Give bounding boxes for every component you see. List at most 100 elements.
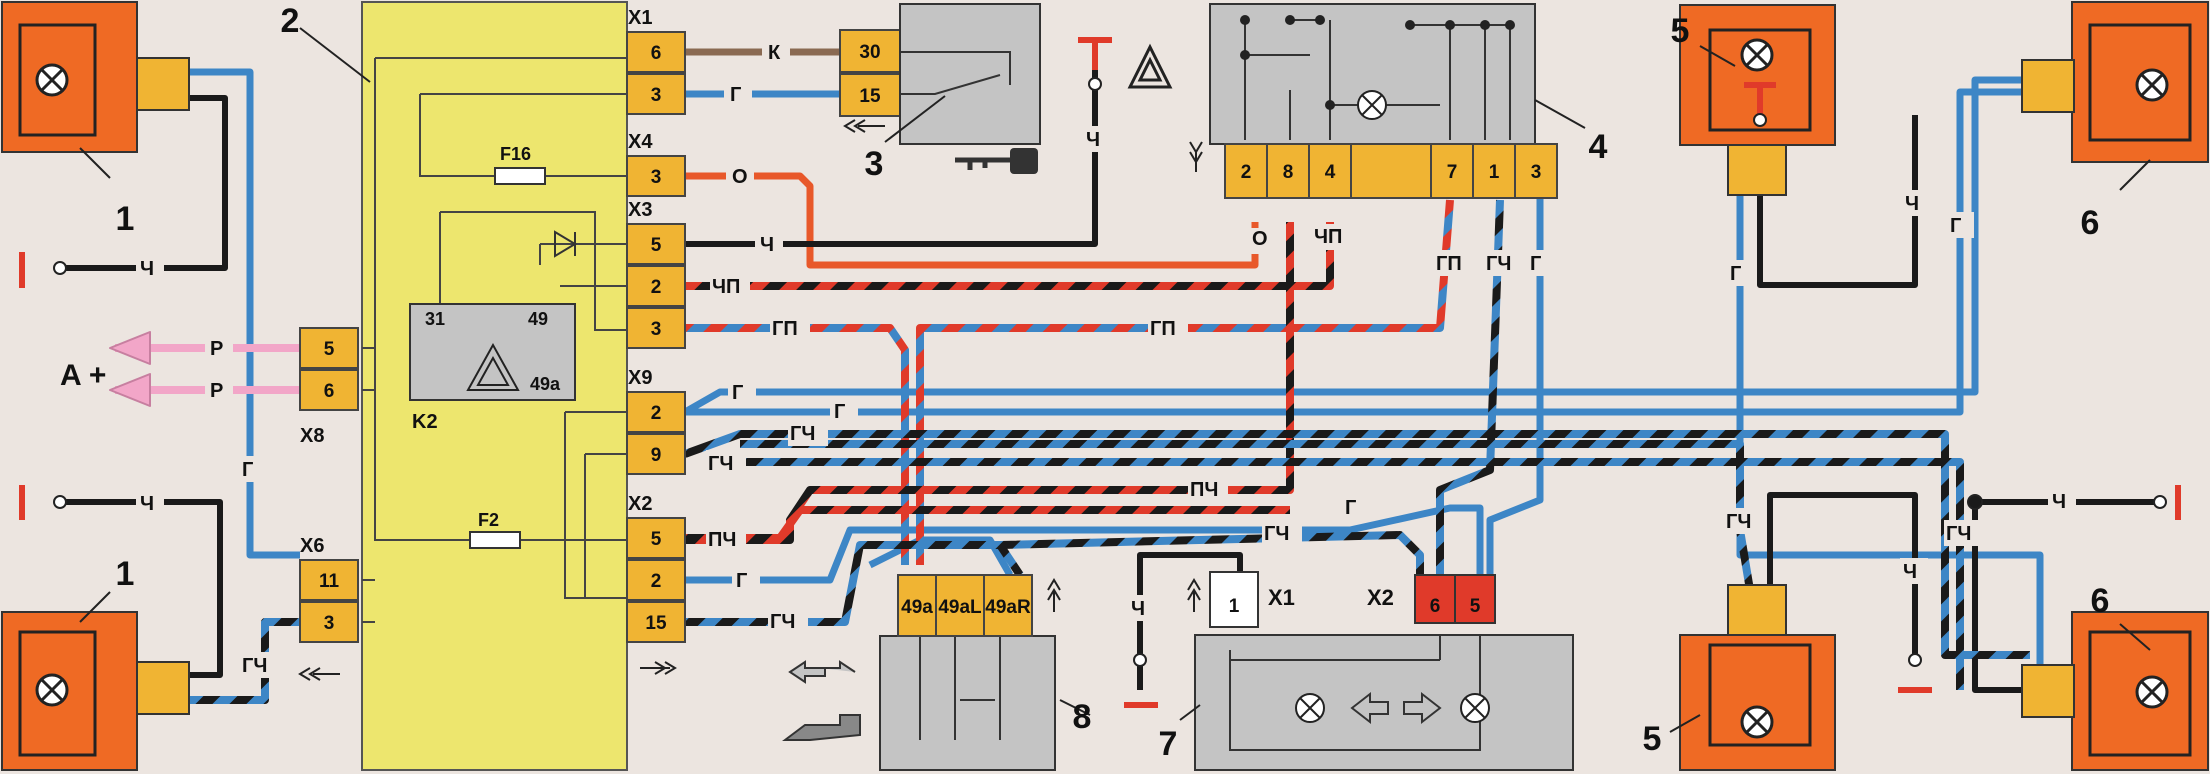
svg-text:6: 6 <box>324 381 335 402</box>
relay-label: K2 <box>412 411 438 433</box>
svg-text:Г: Г <box>736 570 747 592</box>
lamp-rear-left <box>1 611 190 771</box>
svg-text:Г: Г <box>242 459 253 481</box>
label-turn-signal-switch: 8 <box>1073 698 1092 736</box>
stalk-lever-icon <box>782 714 861 741</box>
svg-text:Р: Р <box>210 380 223 402</box>
svg-text:2: 2 <box>651 571 662 592</box>
svg-text:8: 8 <box>1283 162 1294 183</box>
battery-label: A + <box>60 359 106 392</box>
wire-x2-5-pch <box>685 506 1290 542</box>
label-ignition-switch: 3 <box>865 145 884 183</box>
svg-text:3: 3 <box>651 167 662 188</box>
svg-text:О: О <box>1252 228 1268 250</box>
svg-text:ГЧ: ГЧ <box>1726 511 1751 533</box>
svg-text:5: 5 <box>324 339 335 360</box>
svg-text:5: 5 <box>651 529 662 550</box>
svg-text:1: 1 <box>1489 162 1500 183</box>
connector-pin-numbers: 6 3 3 5 2 3 2 9 5 2 15 5 6 11 3 30 15 2 … <box>319 42 1541 634</box>
svg-text:Г: Г <box>834 401 845 423</box>
connector-x1-name: X1 <box>628 7 652 29</box>
fuse-f16 <box>494 167 546 185</box>
label-side-repeater-lower: 5 <box>1643 720 1662 758</box>
svg-text:6: 6 <box>1430 596 1441 617</box>
leader-lines <box>79 27 2151 733</box>
indicator-x2-name: X2 <box>1367 585 1394 610</box>
svg-text:ГЧ: ГЧ <box>790 423 815 445</box>
svg-text:2: 2 <box>651 403 662 424</box>
indicator-x1-name: X1 <box>1268 585 1295 610</box>
svg-text:Г: Г <box>1730 263 1741 285</box>
svg-text:ГЧ: ГЧ <box>1264 523 1289 545</box>
wire-x9-9-gch-third <box>740 458 1964 690</box>
connector-x9-name: X9 <box>628 367 652 389</box>
label-lamp-front-right: 6 <box>2081 204 2100 242</box>
wire-color-labels: К Г О Ч ЧП ГП ГП О ЧП ГП ГЧ Г Г Г ГЧ ГЧ … <box>136 38 2076 678</box>
connector-direction-marks <box>298 119 1203 681</box>
lamp-front-left <box>1 1 190 153</box>
label-mounting-block: 2 <box>281 2 300 40</box>
connector-labels: X1 X4 X3 X9 X2 X8 X6 X1 X2 <box>300 7 1394 610</box>
lamp-front-right <box>2021 1 2209 163</box>
label-indicator-lamp-unit: 7 <box>1159 725 1178 763</box>
fuse-f16-label: F16 <box>500 144 531 164</box>
svg-text:ГП: ГП <box>772 318 798 340</box>
svg-text:Г: Г <box>1530 253 1541 275</box>
wire-x2-2-blue <box>685 504 1484 584</box>
svg-text:3: 3 <box>651 319 662 340</box>
svg-text:11: 11 <box>319 571 340 592</box>
svg-text:7: 7 <box>1447 162 1458 183</box>
wire-left-front-blue <box>165 68 300 559</box>
svg-text:Ч: Ч <box>1905 193 1919 215</box>
svg-text:49aL: 49aL <box>938 597 982 618</box>
connector-x8-name: X8 <box>300 425 324 447</box>
svg-text:49aR: 49aR <box>985 597 1031 618</box>
mounting-block <box>361 1 628 771</box>
connector-x4-name: X4 <box>628 131 653 153</box>
wire-x9-9-gch <box>683 430 2030 659</box>
svg-text:Р: Р <box>210 338 223 360</box>
lamp-rear-right <box>2021 611 2209 771</box>
svg-text:3: 3 <box>651 85 662 106</box>
hazard-switch <box>1127 3 1558 199</box>
mounting-block-labels: 31 49 49a K2 F16 F2 <box>412 144 561 530</box>
svg-text:2: 2 <box>1241 162 1252 183</box>
svg-text:3: 3 <box>324 613 335 634</box>
direction-arrows-icon <box>1350 691 1442 725</box>
wire-ground-right-rear <box>1972 502 2030 693</box>
svg-text:Г: Г <box>732 382 743 404</box>
wire-x9-2-upper-right <box>720 76 2030 396</box>
wire-hazard-3-blue <box>1486 162 1544 580</box>
ground-terminals <box>53 77 2167 667</box>
label-lamp-rear-left: 1 <box>116 555 135 593</box>
key-icon <box>955 157 1010 170</box>
svg-text:30: 30 <box>859 42 880 63</box>
svg-text:49a: 49a <box>901 597 933 618</box>
connector-x2-name: X2 <box>628 493 652 515</box>
wire-x9-9-gch-second <box>740 440 1754 591</box>
component-number-labels: 1 1 2 3 4 5 5 6 6 7 8 <box>116 2 2110 763</box>
svg-text:ГП: ГП <box>1150 318 1176 340</box>
svg-text:ПЧ: ПЧ <box>1190 479 1218 501</box>
svg-text:4: 4 <box>1325 162 1336 183</box>
arrow-battery-6 <box>109 373 151 407</box>
svg-text:Ч: Ч <box>1903 561 1917 583</box>
svg-text:ГЧ: ГЧ <box>708 453 733 475</box>
arrow-battery-5 <box>109 331 151 365</box>
wire-x9-2-second <box>685 88 2030 416</box>
svg-text:Г: Г <box>730 84 741 106</box>
svg-text:ЧП: ЧП <box>1314 226 1342 248</box>
svg-text:О: О <box>732 166 748 188</box>
svg-text:5: 5 <box>1470 596 1481 617</box>
indicator-lamp-unit <box>1194 571 1574 771</box>
ground-symbols <box>19 37 2181 708</box>
svg-text:15: 15 <box>645 613 667 634</box>
svg-text:5: 5 <box>651 235 662 256</box>
hazard-triangle-icon <box>1127 43 1173 89</box>
connector-x3-name: X3 <box>628 199 652 221</box>
svg-text:6: 6 <box>651 43 662 64</box>
label-lamp-front-left: 1 <box>116 200 135 238</box>
svg-text:Г: Г <box>1950 215 1961 237</box>
svg-text:2: 2 <box>651 277 662 298</box>
